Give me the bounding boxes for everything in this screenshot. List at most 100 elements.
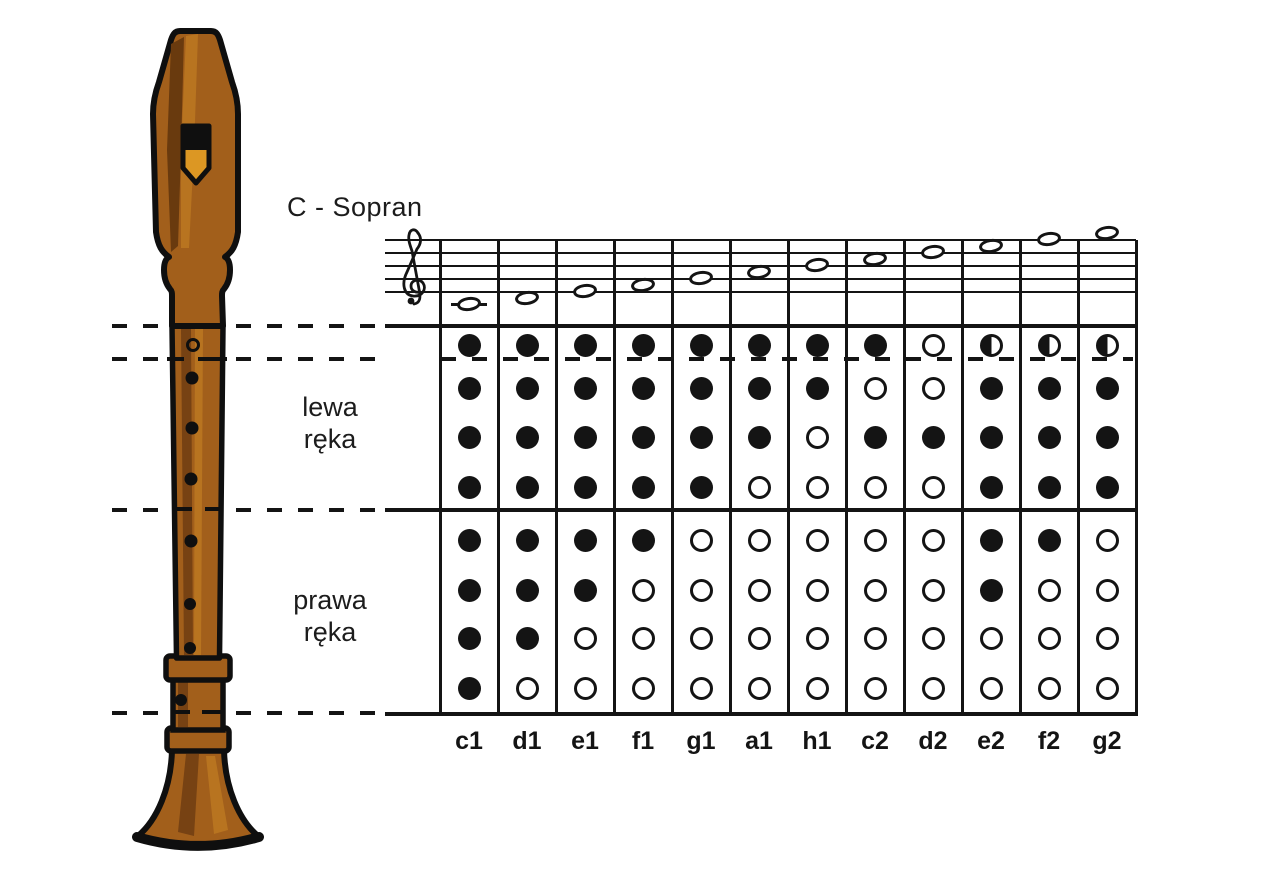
note-name: f1 [631, 727, 655, 755]
hole-filled [631, 425, 655, 449]
hole-filled [573, 376, 597, 400]
hole-filled [515, 333, 539, 357]
grid-column-line [671, 240, 674, 716]
hole-open [863, 676, 887, 700]
hole-filled [689, 333, 713, 357]
note-name: g1 [686, 727, 716, 755]
note-name: h1 [802, 727, 832, 755]
grid-border-line [385, 324, 1136, 328]
hole-open [921, 333, 945, 357]
hole-half [979, 333, 1003, 357]
note-head [920, 243, 946, 261]
hole-filled [631, 333, 655, 357]
recorder-illustration [132, 28, 264, 851]
hole-open [863, 578, 887, 602]
hole-open [863, 528, 887, 552]
hole-open [747, 626, 771, 650]
hole-filled [573, 578, 597, 602]
hole-open [921, 528, 945, 552]
treble-clef-icon [402, 228, 426, 306]
note-name: c2 [861, 727, 889, 755]
hole-filled [631, 475, 655, 499]
hole-open [1037, 676, 1061, 700]
staff-line [385, 291, 1136, 293]
hole-filled [747, 376, 771, 400]
note-head [572, 282, 598, 300]
hole-filled [979, 425, 1003, 449]
grid-column-line [555, 240, 558, 716]
note-head [1036, 230, 1062, 248]
hole-filled [1095, 376, 1119, 400]
hole-filled [457, 333, 481, 357]
hole-filled [515, 425, 539, 449]
hole-filled [573, 475, 597, 499]
hole-open [921, 626, 945, 650]
hole-filled [515, 626, 539, 650]
grid-column-line [787, 240, 790, 716]
note-name: d2 [918, 727, 948, 755]
grid-column-line [903, 240, 906, 716]
hole-filled [805, 333, 829, 357]
note-name: c1 [455, 727, 483, 755]
hole-filled [457, 578, 481, 602]
note-name: a1 [745, 727, 773, 755]
grid-column-line [613, 240, 616, 716]
hole-filled [457, 425, 481, 449]
dashed-guide-middle [112, 508, 384, 512]
hole-open [863, 376, 887, 400]
hole-open [1095, 626, 1119, 650]
hole-open [1095, 578, 1119, 602]
hole-filled [747, 333, 771, 357]
hole-filled [515, 475, 539, 499]
hole-filled [457, 676, 481, 700]
right-hand-label-line1: prawa [293, 585, 367, 615]
hole-filled [863, 425, 887, 449]
hole-open [689, 528, 713, 552]
grid-column-line [729, 240, 732, 716]
thumb-hole [186, 338, 200, 352]
hole-open [1095, 528, 1119, 552]
hole-open [805, 528, 829, 552]
note-name: d1 [512, 727, 542, 755]
hole-open [921, 475, 945, 499]
hole-open [921, 676, 945, 700]
hole-filled [573, 425, 597, 449]
hole-filled [457, 528, 481, 552]
note-name: e1 [571, 727, 599, 755]
hole-open [921, 376, 945, 400]
note-head [688, 269, 714, 287]
chart-title: C - Sopran [287, 192, 423, 222]
grid-column-line [1019, 240, 1022, 716]
hole-open [805, 578, 829, 602]
left-hand-label-line1: lewa [302, 392, 358, 422]
grid-column-line [961, 240, 964, 716]
hole-filled [515, 578, 539, 602]
hole-open [979, 626, 1003, 650]
hole-filled [805, 376, 829, 400]
hole-filled [631, 376, 655, 400]
hole-filled [1037, 425, 1061, 449]
hole-filled [1037, 376, 1061, 400]
hole-filled [1095, 475, 1119, 499]
hole-open [573, 626, 597, 650]
hole-open [631, 578, 655, 602]
hole-filled [457, 626, 481, 650]
hole-filled [979, 578, 1003, 602]
hole-filled [515, 376, 539, 400]
hole-filled [979, 475, 1003, 499]
grid-border-line [385, 712, 1136, 716]
note-name: g2 [1092, 727, 1122, 755]
right-hand-label: prawa ręka [255, 584, 405, 648]
hole-filled [631, 528, 655, 552]
grid-column-line [1135, 240, 1138, 716]
hole-filled [457, 475, 481, 499]
hole-filled [747, 425, 771, 449]
hole-open [863, 475, 887, 499]
hole-filled [1037, 528, 1061, 552]
hole-open [747, 528, 771, 552]
hole-open [1037, 578, 1061, 602]
hole-filled [1095, 425, 1119, 449]
hole-filled [573, 333, 597, 357]
hole-filled [689, 425, 713, 449]
hole-filled [515, 528, 539, 552]
